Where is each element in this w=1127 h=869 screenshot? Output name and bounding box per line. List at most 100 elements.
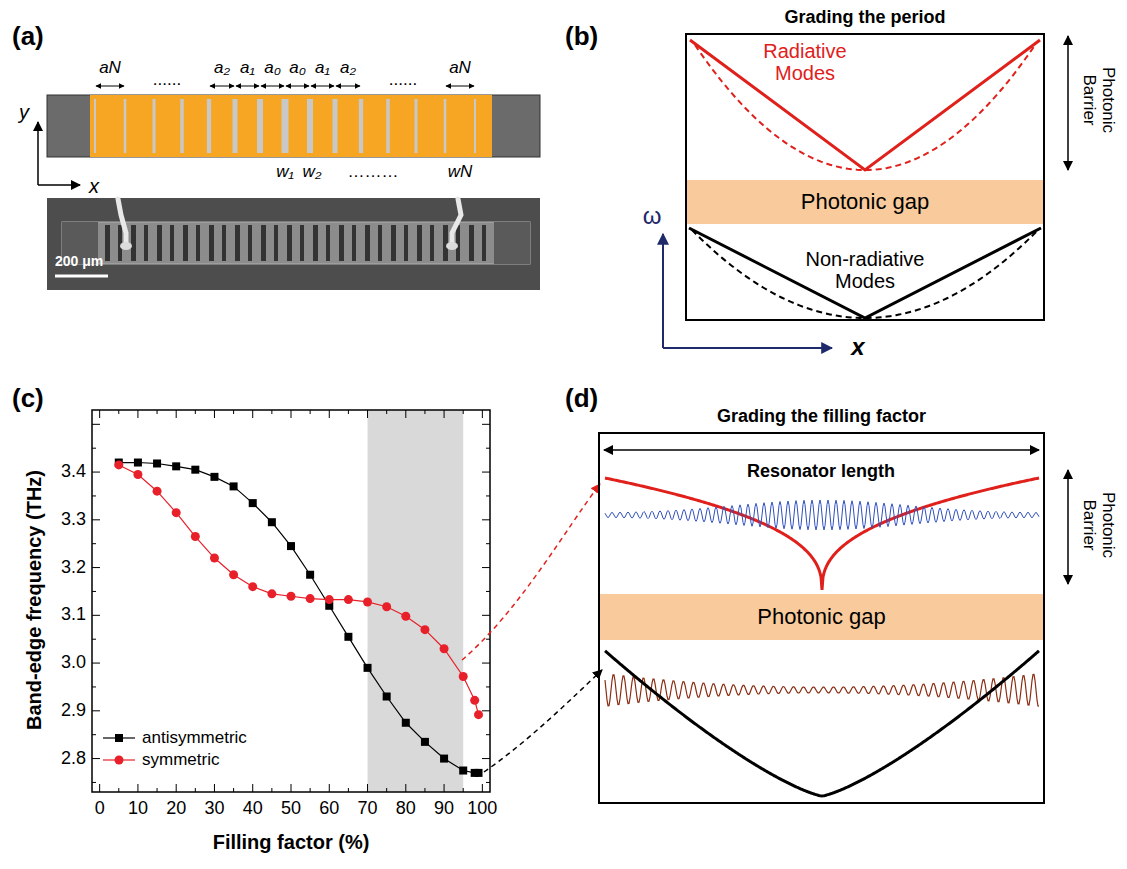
data-marker: [306, 594, 315, 603]
tick-label: 80: [396, 799, 416, 819]
sem-slit: [326, 225, 330, 261]
grating-slit: [307, 99, 313, 153]
sem-slit: [469, 225, 474, 261]
photonic-gap-band: Photonic gap: [600, 594, 1043, 640]
tick: [252, 784, 253, 792]
data-marker: [249, 499, 257, 507]
data-marker: [459, 672, 468, 681]
data-marker: [210, 554, 219, 563]
sem-slit: [404, 225, 408, 261]
resonator-body: [90, 95, 492, 157]
tick: [176, 410, 177, 418]
tick-label: 70: [358, 799, 378, 819]
wire-bond: [452, 199, 461, 244]
data-marker: [134, 459, 142, 467]
tick: [329, 410, 330, 418]
sem-slit: [417, 225, 422, 261]
width-label: wN: [448, 163, 473, 182]
data-marker: [114, 460, 123, 469]
tick: [291, 784, 292, 792]
legend-text: antisymmetric: [142, 728, 247, 748]
data-marker: [440, 755, 448, 763]
band-label: Non-radiative Modes: [795, 248, 935, 292]
sem-slit: [131, 225, 136, 261]
tick: [92, 424, 100, 425]
axis-arrow: [663, 347, 832, 349]
sem-background: [47, 198, 540, 290]
sem-slit: [456, 225, 460, 261]
photonic-gap-band: Photonic gap: [687, 180, 1043, 224]
grating-slit: [180, 99, 184, 153]
data-marker: [133, 470, 142, 479]
dimension-arrow: [336, 86, 360, 87]
tick: [444, 784, 445, 792]
tick: [482, 519, 490, 520]
sem-slit: [196, 225, 200, 261]
data-marker: [475, 769, 483, 777]
sem-slit: [248, 225, 252, 261]
grating-slit: [124, 99, 127, 153]
panel-frame: Grading the periodPhotonic gap: [685, 33, 1045, 321]
sem-slit: [157, 225, 162, 261]
grating-slit: [233, 99, 238, 153]
tick-label: 30: [204, 799, 224, 819]
period-label: a₂: [214, 59, 230, 78]
panel-label: (d): [565, 384, 598, 413]
data-line: [119, 463, 479, 773]
grating-slit: [282, 99, 289, 153]
tick: [482, 567, 490, 568]
tick: [92, 663, 100, 664]
sem-slit: [300, 225, 304, 261]
sem-slit: [443, 225, 448, 261]
data-marker: [382, 602, 391, 611]
dimension-arrow: [261, 86, 284, 87]
dimension-arrow: [446, 86, 474, 87]
ellipsis: ......: [153, 71, 181, 90]
tick-label: 60: [319, 799, 339, 819]
data-marker: [172, 508, 181, 517]
tick: [405, 784, 406, 792]
legend-sample: [103, 756, 135, 765]
sem-slit: [170, 225, 174, 261]
tick-label: 3.0: [61, 653, 86, 673]
tick: [444, 410, 445, 418]
tick: [92, 758, 100, 759]
wire-ball: [120, 242, 132, 250]
sem-slit: [274, 225, 278, 261]
tick: [137, 784, 138, 792]
scale-label: 200 μm: [55, 254, 103, 269]
grating-slit: [415, 99, 418, 153]
band-diagram-period: [663, 36, 1068, 348]
scale-bar: [55, 275, 108, 278]
data-marker: [344, 633, 352, 641]
axis-arrow: [37, 122, 39, 185]
data-marker: [420, 625, 429, 634]
tick: [214, 784, 215, 792]
sem-slit: [430, 225, 434, 261]
sem-slit: [105, 225, 110, 261]
pointer-arrow: [462, 484, 600, 660]
tick-label: 3.1: [61, 605, 86, 625]
band-label: Radiative Modes: [750, 40, 860, 84]
data-marker: [287, 592, 296, 601]
data-marker: [364, 664, 372, 672]
tick: [367, 784, 368, 792]
legend-marker: [115, 734, 123, 742]
tick: [176, 784, 177, 792]
tick: [92, 567, 100, 568]
period-label: a₂: [340, 59, 356, 78]
ellipsis: ......: [389, 71, 417, 90]
axis-arrow: [662, 234, 664, 348]
sem-ridge: [62, 222, 530, 264]
data-marker: [440, 644, 449, 653]
barrier-label: Photonic Barrier: [1079, 55, 1116, 145]
grating-slit: [257, 99, 263, 153]
tick: [482, 663, 490, 664]
tick: [92, 710, 100, 711]
tick: [405, 410, 406, 418]
radiative-band-dashed: [695, 45, 1034, 170]
tick: [482, 410, 483, 418]
tick-label: 2.8: [61, 749, 86, 769]
sem-slit: [287, 225, 292, 261]
